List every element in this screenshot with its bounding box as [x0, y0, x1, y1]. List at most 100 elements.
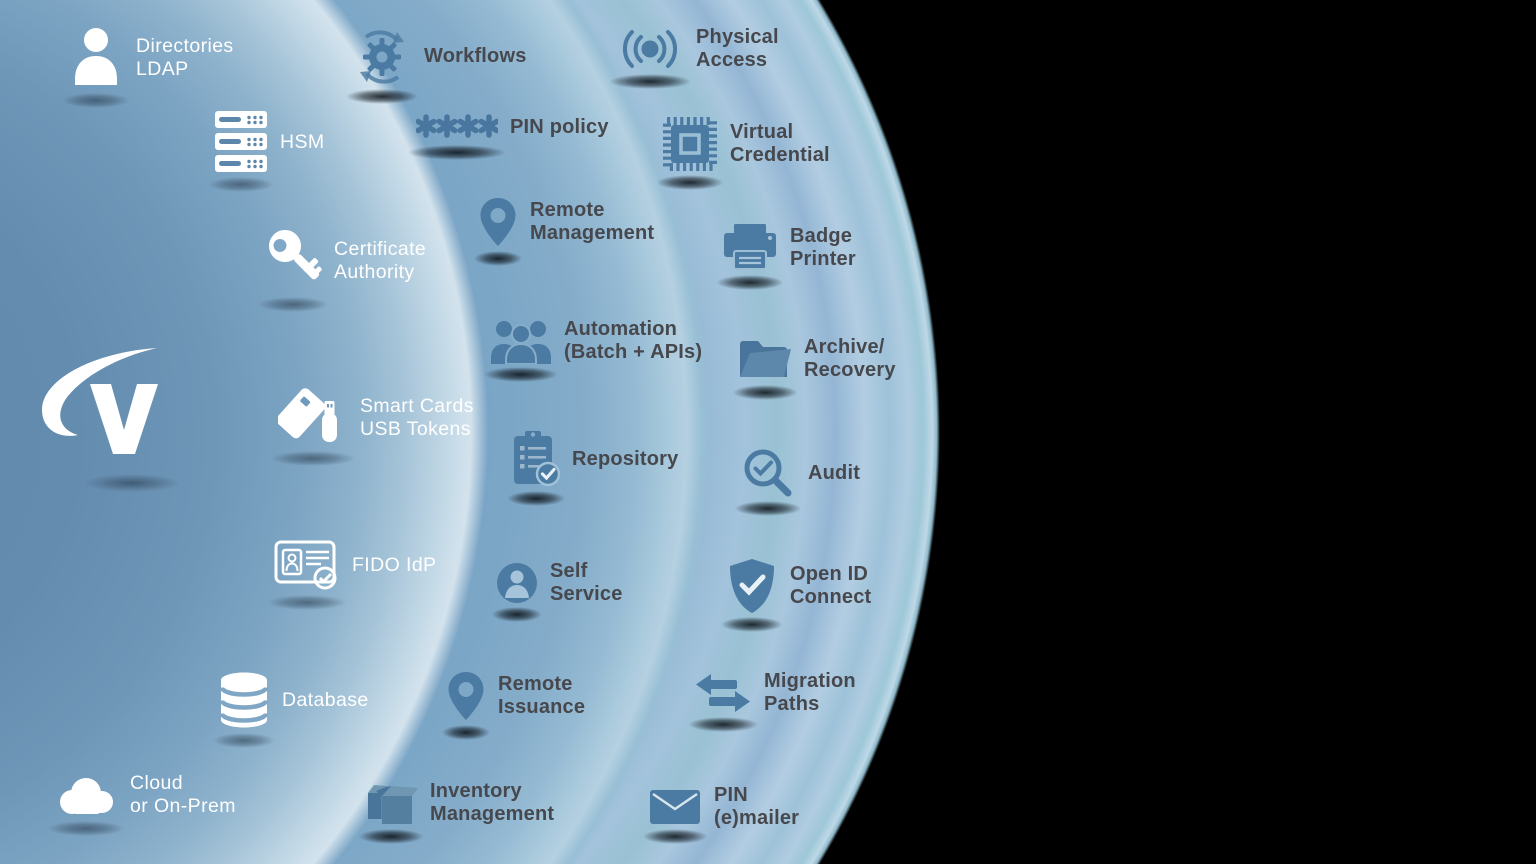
label-line-1: Automation	[564, 318, 678, 340]
item-repository: Repository	[507, 430, 679, 506]
map-pin-icon	[474, 196, 522, 266]
label-line-2: or On-Prem	[130, 795, 236, 817]
asterisks-icon	[407, 112, 507, 160]
label-line-2: Recovery	[804, 359, 896, 381]
item-physical-access: Physical Access	[609, 26, 779, 89]
icon-shadow	[507, 491, 565, 506]
label-line-2: (Batch + APIs)	[564, 341, 703, 363]
icon-shadow	[208, 177, 274, 192]
label-line-1: PIN	[714, 784, 748, 806]
label-line-2: Management	[430, 803, 555, 825]
item-label: Archive/ Recovery	[804, 336, 896, 382]
item-label: Migration Paths	[764, 670, 856, 716]
label-line-1: Migration	[764, 670, 856, 692]
label-line-1: Open ID	[790, 563, 869, 585]
printer-icon	[716, 224, 784, 290]
label-line-1: Certificate	[334, 238, 427, 260]
icon-shadow	[267, 595, 347, 610]
label-line-1: Smart Cards	[360, 395, 474, 417]
label-line-1: Self	[550, 560, 588, 582]
icon-shadow	[258, 297, 328, 312]
label-line-2: Paths	[764, 693, 820, 715]
item-label: Remote Issuance	[498, 673, 585, 719]
label-line-1: Database	[282, 688, 369, 711]
icon-shadow	[656, 175, 724, 190]
key-icon	[258, 228, 328, 312]
label-line-2: (e)mailer	[714, 807, 800, 829]
label-line-2: Credential	[730, 144, 830, 166]
icon-shadow	[358, 829, 424, 844]
item-virtual-credential: Virtual Credential	[656, 116, 830, 190]
map-pin-icon	[442, 670, 490, 740]
item-certificate-authority: Certificate Authority	[258, 228, 427, 312]
item-label: Virtual Credential	[730, 121, 830, 167]
item-pin-emailer: PIN (e)mailer	[642, 784, 800, 844]
label-line-1: Audit	[808, 461, 861, 484]
label-line-1: Archive/	[804, 336, 885, 358]
clipboard-check-icon	[507, 430, 565, 506]
item-label: Database	[282, 689, 369, 712]
icon-shadow	[642, 829, 708, 844]
item-label: HSM	[280, 131, 325, 154]
item-label: Directories LDAP	[136, 35, 234, 81]
cloud-icon	[47, 772, 125, 836]
item-automation: Automation (Batch + APIs)	[483, 318, 702, 382]
label-line-2: LDAP	[136, 58, 189, 80]
v-logo-mark-icon	[41, 348, 158, 454]
label-line-2: USB Tokens	[360, 418, 471, 440]
label-line-1: Repository	[572, 447, 679, 470]
item-label: Inventory Management	[430, 780, 554, 826]
item-label: Physical Access	[696, 26, 779, 72]
item-inventory-management: Inventory Management	[358, 780, 554, 844]
label-line-2: Authority	[334, 261, 415, 283]
item-label: Cloud or On-Prem	[130, 772, 236, 818]
item-fido-idp: FIDO IdP	[267, 538, 437, 610]
icon-shadow	[483, 367, 559, 382]
person-circle-icon	[491, 562, 543, 622]
label-line-2: Access	[696, 49, 768, 71]
item-label: Badge Printer	[790, 225, 856, 271]
icon-shadow	[212, 733, 276, 748]
item-remote-management: Remote Management	[474, 196, 654, 266]
item-badge-printer: Badge Printer	[716, 224, 856, 290]
logo-shadow	[84, 474, 180, 492]
item-label: Remote Management	[530, 199, 654, 245]
label-line-1: PIN policy	[510, 115, 609, 138]
item-directories-ldap: Directories LDAP	[62, 26, 234, 108]
label-line-2: Management	[530, 222, 655, 244]
icon-shadow	[688, 717, 758, 732]
item-workflows: Workflows	[346, 26, 527, 104]
label-line-1: Badge	[790, 225, 853, 247]
icon-shadow	[442, 725, 490, 740]
item-smart-cards-usb: Smart Cards USB Tokens	[271, 388, 474, 466]
label-line-1: Virtual	[730, 121, 794, 143]
icon-shadow	[716, 275, 784, 290]
icon-shadow	[491, 607, 543, 622]
label-line-1: Directories	[136, 35, 234, 57]
icon-shadow	[62, 93, 130, 108]
label-line-2: Connect	[790, 586, 872, 608]
item-open-id-connect: Open ID Connect	[720, 558, 872, 632]
box-icon	[358, 780, 424, 844]
item-archive-recovery: Archive/ Recovery	[732, 336, 896, 400]
icon-shadow	[407, 145, 507, 160]
item-label: Audit	[808, 462, 860, 485]
icon-shadow	[609, 74, 691, 89]
signal-icon	[609, 27, 691, 89]
workflow-gear-icon	[346, 26, 418, 104]
item-self-service: Self Service	[491, 560, 623, 622]
icon-shadow	[346, 89, 418, 104]
label-line-1: Cloud	[130, 772, 183, 794]
shield-check-icon	[720, 558, 784, 632]
server-stack-icon	[208, 110, 274, 192]
label-line-1: Remote	[530, 199, 605, 221]
envelope-icon	[642, 788, 708, 844]
label-line-2: Printer	[790, 248, 856, 270]
label-line-1: FIDO IdP	[352, 553, 437, 576]
item-label: Smart Cards USB Tokens	[360, 395, 474, 441]
item-remote-issuance: Remote Issuance	[442, 670, 585, 740]
person-icon	[62, 26, 130, 108]
item-label: Automation (Batch + APIs)	[564, 318, 702, 364]
arrows-lr-icon	[688, 672, 758, 732]
